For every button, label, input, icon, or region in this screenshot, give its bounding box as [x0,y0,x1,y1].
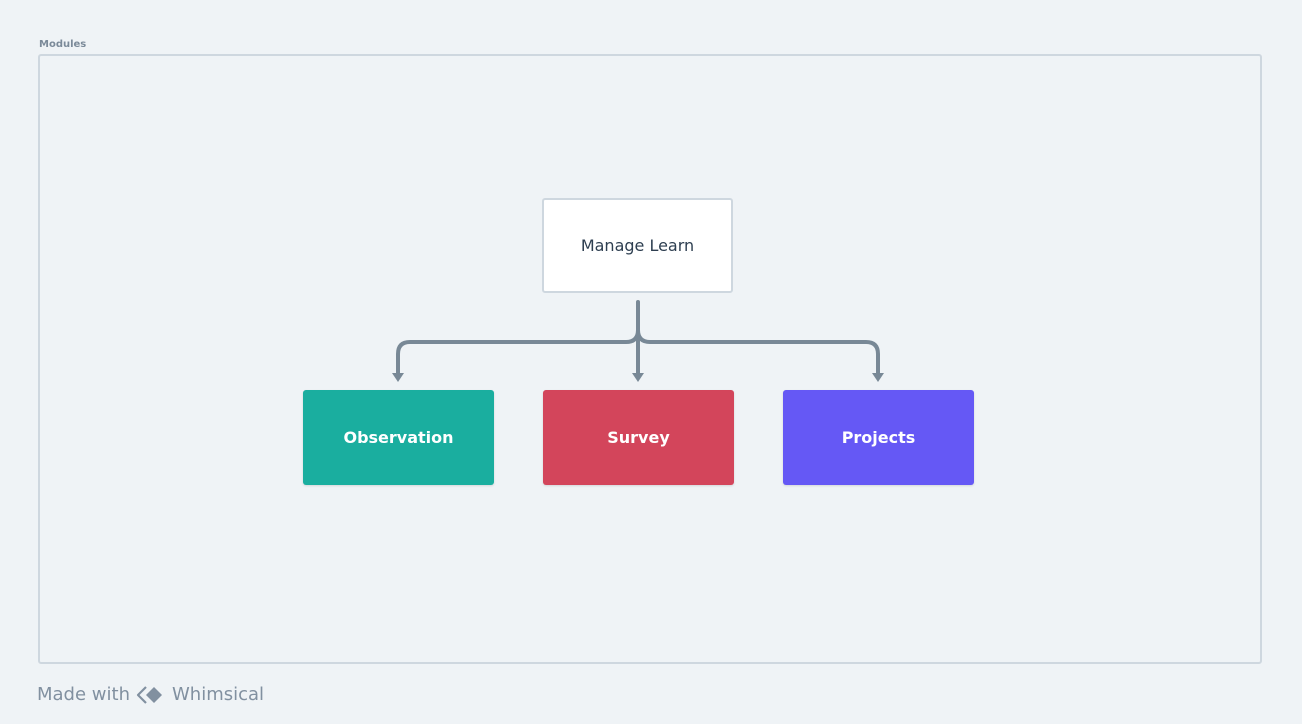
node-observation[interactable]: Observation [303,390,494,485]
frame-label: Modules [39,39,87,50]
node-projects[interactable]: Projects [783,390,974,485]
arrowhead-survey [632,373,644,382]
diagram-frame [38,54,1262,664]
footer-prefix: Made with [37,684,130,705]
whimsical-logo-icon [136,685,162,704]
arrowhead-observation [392,373,404,382]
arrowhead-projects [872,373,884,382]
connector-to-observation [396,328,640,376]
made-with-footer[interactable]: Made with Whimsical [37,684,264,705]
connector-to-projects [636,328,880,376]
node-manage-learn[interactable]: Manage Learn [542,198,733,293]
footer-brand: Whimsical [171,684,265,705]
node-survey[interactable]: Survey [543,390,734,485]
